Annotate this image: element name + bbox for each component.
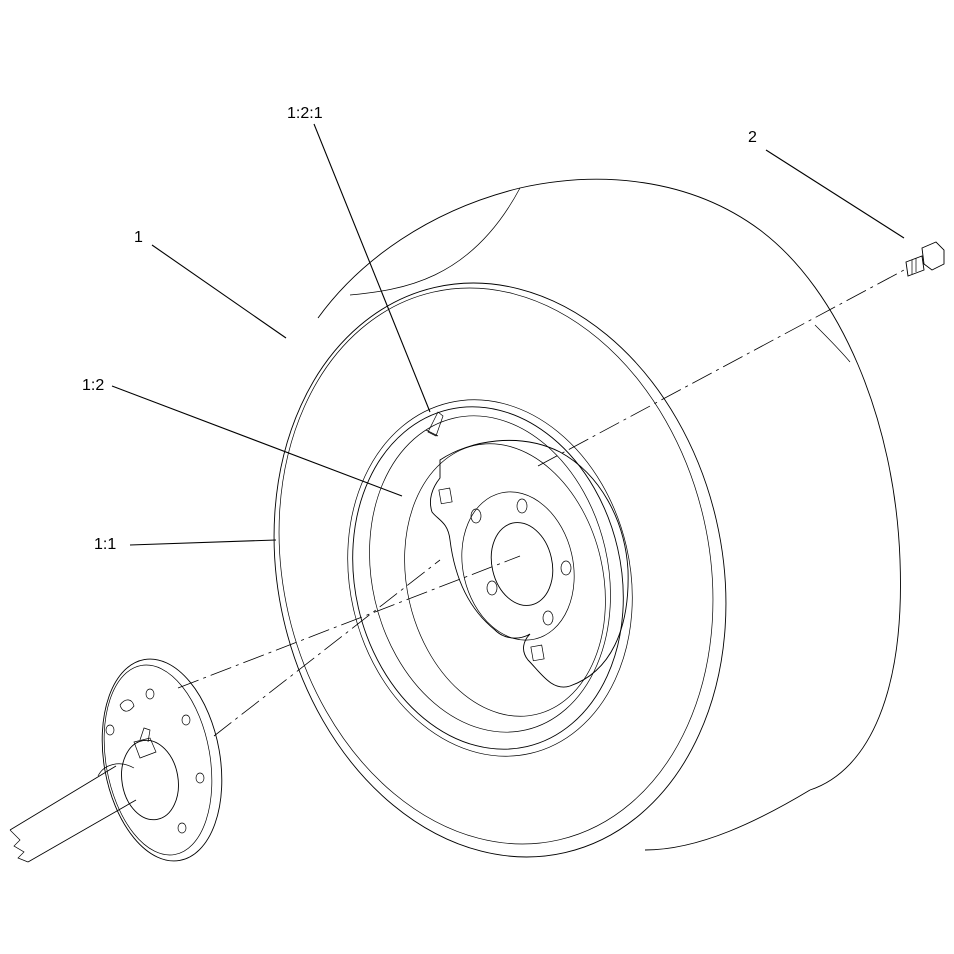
callout-1-2-1: 1:2:1: [287, 105, 323, 122]
center-lines: [177, 269, 905, 737]
leader-1: [151, 244, 287, 339]
leader-lines: [111, 123, 905, 546]
wheel-rim: [352, 406, 629, 750]
axle-hub: [9, 658, 223, 863]
leader-2: [765, 149, 905, 239]
callout-1-1: 1:1: [94, 536, 117, 553]
wheel-bolt: [905, 241, 945, 277]
tire: [273, 178, 901, 858]
callout-1: 1: [134, 229, 143, 246]
callout-2: 2: [748, 129, 757, 146]
leader-1-1: [129, 539, 277, 546]
leader-1-2: [111, 385, 403, 497]
callout-1-2: 1:2: [82, 377, 105, 394]
leader-1-2-1: [313, 123, 431, 413]
